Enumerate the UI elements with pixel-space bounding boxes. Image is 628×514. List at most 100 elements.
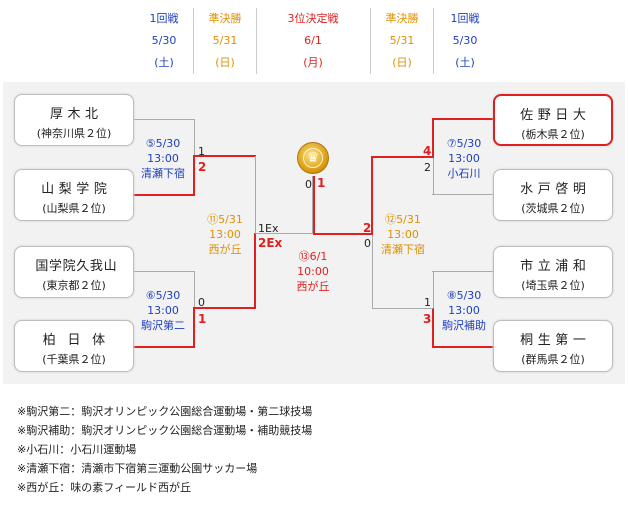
match-info-12: ⑫5/31 13:00 清瀬下宿 [373, 212, 433, 257]
bracket-line-winner [371, 156, 434, 158]
score-semifinal-left-bottom: 2Ex [258, 236, 283, 250]
match-time: 13:00 [209, 228, 241, 241]
team-card-atsugikita[interactable]: 厚木北 (神奈川県２位) [14, 94, 134, 146]
bracket-line-winner [313, 176, 315, 235]
header-day: (土) [455, 56, 475, 69]
team-card-ichiritsuurawa[interactable]: 市立浦和 (埼玉県２位) [493, 246, 613, 298]
bracket-line [134, 119, 195, 120]
bracket-line [433, 157, 434, 194]
team-name: 佐野日大 [520, 108, 591, 123]
team-card-kokugakuinkugayama[interactable]: 国学院久我山 (東京都２位) [14, 246, 134, 298]
match-label: ⑬6/1 [298, 250, 328, 263]
score-semifinal-right-bottom: 0 [364, 237, 371, 250]
match-label: ⑫5/31 [385, 213, 421, 226]
header-date: 5/31 [389, 34, 415, 47]
bracket-line-winner [432, 346, 494, 348]
score-semifinal-right-top: 2 [363, 221, 372, 235]
match-time: 10:00 [297, 265, 329, 278]
team-name: 水戸啓明 [520, 182, 591, 197]
score-kashiwanippon: 1 [198, 312, 207, 326]
match-info-6: ⑥5/30 13:00 駒沢第二 [133, 288, 193, 333]
team-prefecture: (栃木県２位) [521, 128, 585, 141]
match-label: ⑤5/30 [145, 137, 181, 150]
bracket-line [372, 308, 433, 309]
bracket-line-winner [193, 307, 256, 309]
note-line: ※西が丘：味の素フィールド西が丘 [17, 481, 191, 494]
team-prefecture: (群馬県２位) [521, 353, 585, 366]
team-prefecture: (神奈川県２位) [36, 127, 112, 140]
header-round-label: 1回戦 [149, 12, 179, 25]
header-day: (月) [303, 56, 323, 69]
bracket-line [432, 194, 494, 195]
match-label: ⑪5/31 [207, 213, 243, 226]
match-venue: 西が丘 [296, 280, 330, 293]
team-card-mitokeimei[interactable]: 水戸啓明 (茨城県２位) [493, 169, 613, 221]
score-atsugikita: 1 [198, 145, 205, 158]
match-info-13: ⑬6/1 10:00 西が丘 [283, 249, 343, 294]
header-day: (土) [154, 56, 174, 69]
note-line: ※小石川：小石川運動場 [17, 443, 137, 456]
note-line: ※清瀬下宿：清瀬市下宿第三運動公園サッカー場 [17, 462, 258, 475]
header-third-place: 3位決定戦 6/1 (月) [256, 0, 370, 82]
bracket-line-winner [371, 156, 373, 235]
note-line: ※駒沢第二：駒沢オリンピック公園総合運動場・第二球技場 [17, 405, 313, 418]
header-divider [256, 8, 257, 74]
bracket-line-winner [432, 118, 494, 120]
header-day: (日) [215, 56, 235, 69]
header-date: 6/1 [304, 34, 322, 47]
header-date: 5/30 [452, 34, 478, 47]
team-name: 柏日体 [42, 333, 117, 348]
score-third-right: 1 [317, 176, 326, 190]
match-label: ⑥5/30 [145, 289, 181, 302]
match-info-7: ⑦5/30 13:00 小石川 [434, 136, 494, 181]
match-info-5: ⑤5/30 13:00 清瀬下宿 [133, 136, 193, 181]
header-divider [433, 8, 434, 74]
match-venue: 駒沢第二 [141, 319, 185, 332]
bracket-line-winner [193, 156, 195, 196]
bracket-line-winner [313, 233, 373, 235]
score-mitokeimei: 2 [424, 161, 431, 174]
header-semifinal-left: 準決勝 5/31 (日) [193, 0, 257, 82]
bracket-line-winner [193, 308, 195, 348]
team-card-sanonichidai[interactable]: 佐野日大 (栃木県２位) [493, 94, 613, 146]
team-name: 桐生第一 [520, 333, 591, 348]
match-time: 13:00 [448, 304, 480, 317]
header-round-label: 準決勝 [385, 12, 419, 25]
score-kokugakuinkugayama: 0 [198, 296, 205, 309]
team-prefecture: (埼玉県２位) [521, 279, 585, 292]
bracket-line [312, 176, 313, 234]
team-prefecture: (茨城県２位) [521, 202, 585, 215]
team-card-kashiwanippon[interactable]: 柏日体 (千葉県２位) [14, 320, 134, 372]
score-semifinal-left-top: 1Ex [258, 222, 279, 235]
header-round-1-left: 1回戦 5/30 (土) [132, 0, 196, 82]
bracket-line-winner [432, 118, 434, 158]
header-day: (日) [392, 56, 412, 69]
team-prefecture: (山梨県２位) [42, 202, 106, 215]
note-line: ※駒沢補助：駒沢オリンピック公園総合運動場・補助競技場 [17, 424, 313, 437]
match-time: 13:00 [147, 304, 179, 317]
team-card-yamanashigakuin[interactable]: 山梨学院 (山梨県２位) [14, 169, 134, 221]
match-label: ⑦5/30 [446, 137, 482, 150]
team-prefecture: (千葉県２位) [42, 353, 106, 366]
bracket-line [433, 271, 434, 308]
header-round-label: 準決勝 [208, 12, 242, 25]
match-time: 13:00 [448, 152, 480, 165]
match-time: 13:00 [387, 228, 419, 241]
match-label: ⑧5/30 [446, 289, 482, 302]
team-card-kiryudaiichi[interactable]: 桐生第一 (群馬県２位) [493, 320, 613, 372]
match-info-11: ⑪5/31 13:00 西が丘 [195, 212, 255, 257]
score-kiryudaiichi: 3 [423, 312, 432, 326]
bracket-line [255, 156, 256, 233]
bracket-line-winner [193, 155, 256, 157]
team-name: 厚木北 [49, 107, 103, 122]
bracket-line [194, 119, 195, 156]
header-round-label: 1回戦 [450, 12, 480, 25]
venue-notes: ※駒沢第二：駒沢オリンピック公園総合運動場・第二球技場 ※駒沢補助：駒沢オリンピ… [17, 402, 312, 497]
header-date: 5/31 [212, 34, 238, 47]
score-ichiritsuurawa: 1 [424, 296, 431, 309]
match-info-8: ⑧5/30 13:00 駒沢補助 [434, 288, 494, 333]
header-round-label: 3位決定戦 [287, 12, 339, 25]
trophy-icon: ♛ [297, 142, 329, 174]
header-round-1-right: 1回戦 5/30 (土) [433, 0, 497, 82]
match-time: 13:00 [147, 152, 179, 165]
